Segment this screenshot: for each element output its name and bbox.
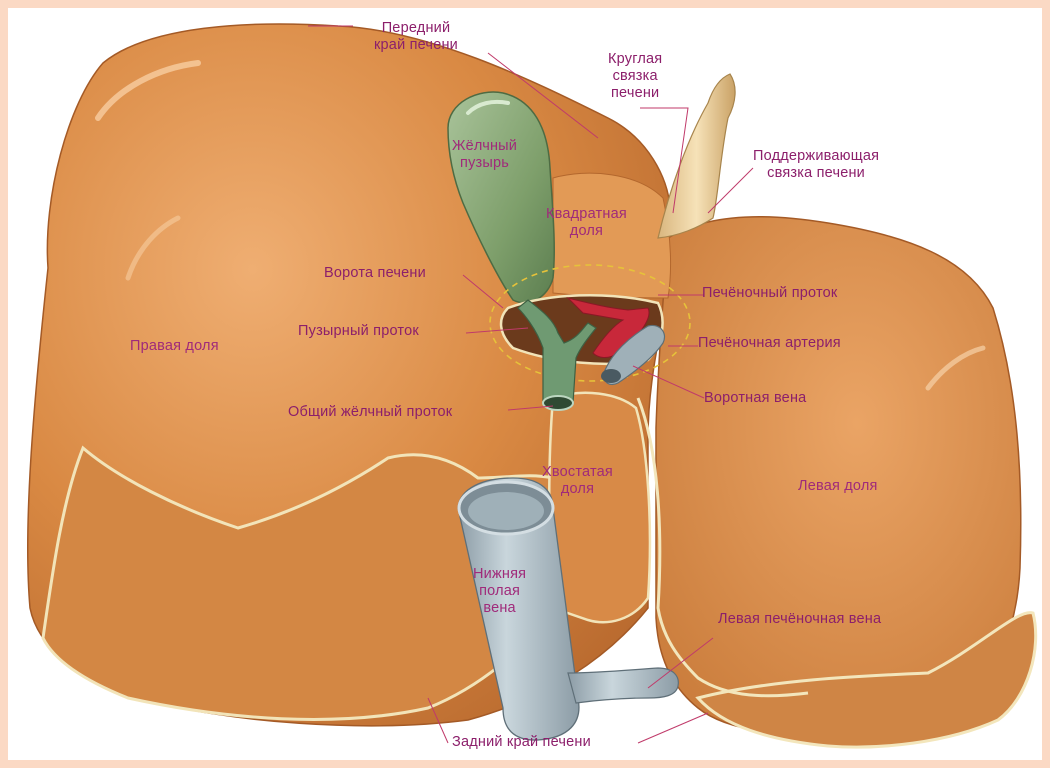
label-posterior-edge: Задний край печени <box>452 734 591 751</box>
liver-illustration <box>8 8 1042 760</box>
label-caudate-lobe: Хвостатая доля <box>542 464 613 498</box>
portal-vein-lumen <box>601 369 621 383</box>
label-left-hepatic-vein: Левая печёночная вена <box>718 611 881 628</box>
label-common-bile-duct: Общий жёлчный проток <box>288 404 452 421</box>
label-hepatic-duct: Печёночный проток <box>702 285 837 302</box>
label-quadrate-lobe: Квадратная доля <box>546 206 627 240</box>
common-bile-duct-lumen <box>543 396 573 410</box>
label-portal-vein: Воротная вена <box>704 390 806 407</box>
leader-posterior-edge-2 <box>638 713 708 743</box>
caudate-lobe-shape <box>549 393 650 622</box>
label-anterior-edge: Передний край печени <box>374 20 458 54</box>
left-hepatic-vein-shape <box>568 668 678 703</box>
round-ligament-shape <box>658 74 735 238</box>
label-round-ligament: Круглая связка печени <box>608 51 662 102</box>
label-right-lobe: Правая доля <box>130 338 219 355</box>
label-gallbladder: Жёлчный пузырь <box>452 138 517 172</box>
ivc-lumen-inner <box>468 492 544 530</box>
label-left-lobe: Левая доля <box>798 478 878 495</box>
label-hepatic-artery: Печёночная артерия <box>698 335 841 352</box>
label-ivc: Нижняя полая вена <box>473 566 526 617</box>
figure-frame: Передний край печени Круглая связка пече… <box>8 8 1042 760</box>
label-cystic-duct: Пузырный проток <box>298 323 419 340</box>
label-falciform-ligament: Поддерживающая связка печени <box>753 148 879 182</box>
label-porta-hepatis: Ворота печени <box>324 265 426 282</box>
